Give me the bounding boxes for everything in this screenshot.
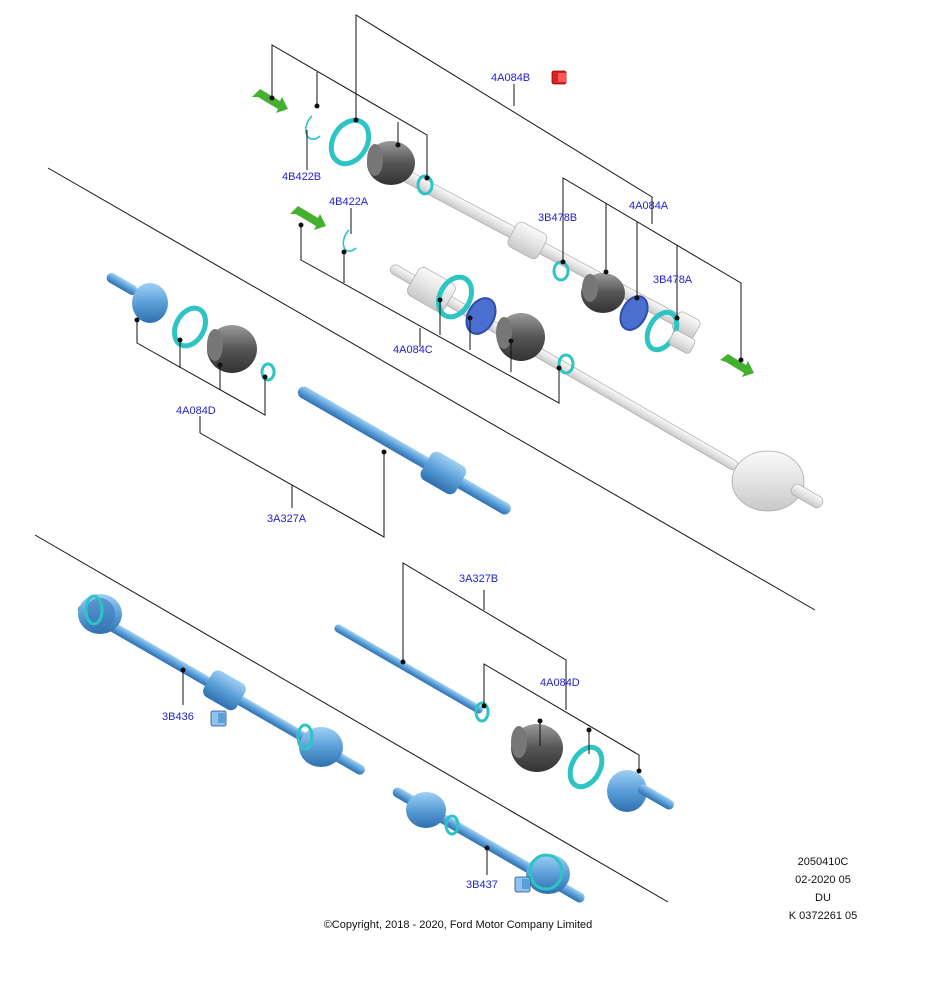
callout-3a327b[interactable]: 3A327B [459, 573, 498, 585]
kit-icon-red[interactable] [551, 70, 567, 85]
callout-4a084d-left[interactable]: 4A084D [176, 405, 216, 417]
small-seal [474, 701, 490, 723]
callout-3b478b[interactable]: 3B478B [538, 212, 577, 224]
circlip [342, 229, 357, 252]
date-code: 02-2020 05 [795, 874, 851, 886]
seal-ring [171, 305, 209, 349]
seal-ring [567, 744, 605, 790]
shaft-3a327b [334, 624, 483, 714]
green-arrow-icon [720, 354, 754, 377]
small-seal [557, 353, 575, 375]
seal-ring [435, 274, 475, 320]
bottom-boot [511, 724, 563, 772]
small-seal [416, 174, 434, 196]
callout-4a084b[interactable]: 4A084B [491, 72, 530, 84]
callout-3a327a[interactable]: 3A327A [267, 513, 307, 525]
middle-boot [496, 313, 545, 361]
green-arrow-icon [252, 89, 288, 113]
bottom-inner-joint [607, 770, 674, 812]
callout-4a084c[interactable]: 4A084C [393, 344, 433, 356]
doc-number: K 0372261 05 [789, 910, 858, 922]
ref-code: 2050410C [798, 856, 849, 868]
blue-clamp [619, 295, 649, 331]
leader-lines [136, 14, 742, 875]
kit-icon-blue[interactable] [514, 876, 531, 893]
leader-dots [134, 95, 744, 851]
callout-3b437[interactable]: 3B437 [466, 879, 498, 891]
callout-3b436[interactable]: 3B436 [162, 711, 194, 723]
language-code: DU [815, 892, 831, 904]
top-boot [367, 141, 415, 185]
circlip [304, 115, 321, 140]
kit-icon-blue[interactable] [210, 710, 227, 727]
ghost-stub [668, 330, 696, 354]
callout-4a084a[interactable]: 4A084A [629, 200, 669, 212]
shaft-3b437 [392, 787, 585, 903]
callout-4a084d-bottom[interactable]: 4A084D [540, 677, 580, 689]
shaft-3b436 [77, 594, 365, 775]
small-seal [260, 362, 276, 382]
blue-clamp [465, 297, 497, 335]
green-arrow-icon [290, 206, 326, 230]
shaft-3a327a [297, 386, 511, 515]
callout-4b422b[interactable]: 4B422B [282, 171, 321, 183]
callout-4b422a[interactable]: 4B422A [329, 196, 369, 208]
copyright: ©Copyright, 2018 - 2020, Ford Motor Comp… [324, 919, 593, 931]
separator-line-bottom [34, 534, 669, 903]
left-inner-joint [106, 273, 168, 323]
left-boot [207, 325, 257, 373]
callout-3b478a[interactable]: 3B478A [653, 274, 693, 286]
separator-line-top [47, 167, 816, 611]
right-boot-top [581, 273, 625, 313]
seal-ring [328, 117, 372, 167]
